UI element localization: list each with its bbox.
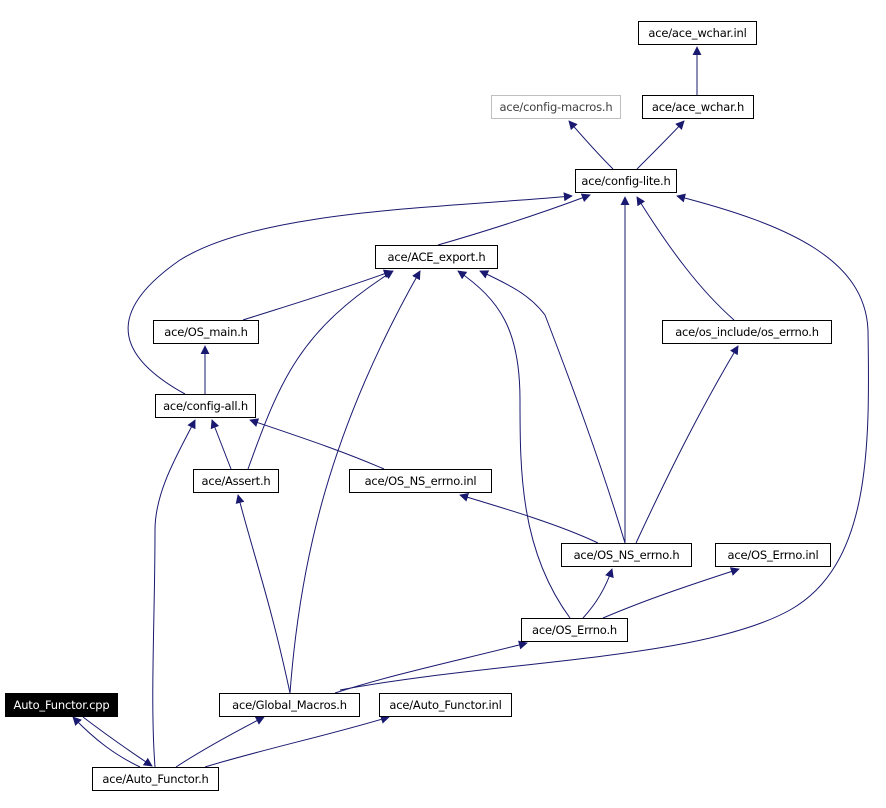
node-config-macros-h[interactable]: ace/config-macros.h (491, 95, 621, 119)
edge-global-macros-to-ace-export (289, 270, 421, 694)
node-os-main-h[interactable]: ace/OS_main.h (153, 320, 259, 344)
node-os-ns-errno-h[interactable]: ace/OS_NS_errno.h (561, 543, 692, 567)
node-auto-functor-cpp[interactable]: Auto_Functor.cpp (5, 693, 118, 717)
node-config-all-h[interactable]: ace/config-all.h (155, 394, 256, 418)
edge-global-macros-to-os-errno (334, 640, 528, 694)
edge-os-ns-errno-to-ace-export (479, 270, 626, 544)
edge-os-errno-to-os-errno-inl (602, 567, 740, 619)
edge-auto-functor-h-to-global-macros (175, 716, 265, 768)
edge-ace-export-to-config-lite (437, 193, 591, 246)
edge-auto-functor-cpp-to-auto-functor-h (82, 716, 153, 767)
edge-os-ns-errno-inl-to-config-all (249, 418, 385, 470)
node-ace-wchar-h[interactable]: ace/ace_wchar.h (642, 95, 754, 119)
edge-global-macros-to-config-lite (339, 193, 869, 691)
edge-config-all-to-config-lite (127, 192, 573, 395)
node-auto-functor-h[interactable]: ace/Auto_Functor.h (92, 767, 219, 791)
edge-auto-functor-h-to-auto-functor-cpp (72, 716, 141, 768)
node-os-errno-inl[interactable]: ace/OS_Errno.inl (715, 543, 831, 567)
node-os-errno-h[interactable]: ace/OS_Errno.h (521, 618, 628, 642)
node-config-lite-h[interactable]: ace/config-lite.h (575, 169, 677, 193)
edge-auto-functor-h-to-config-all (152, 419, 196, 768)
edge-config-lite-to-config-macros (568, 120, 614, 170)
node-os-include-os-errno-h[interactable]: ace/os_include/os_errno.h (662, 320, 832, 344)
edge-os-errno-to-ace-export (457, 270, 571, 619)
node-global-macros-h[interactable]: ace/Global_Macros.h (219, 693, 360, 717)
edge-os-include-errno-to-config-lite (636, 196, 735, 321)
edge-config-lite-to-wchar-h (636, 120, 685, 170)
edge-auto-functor-h-to-auto-functor-inl (204, 715, 390, 768)
edge-os-ns-errno-to-os-include-errno (635, 345, 739, 544)
edge-assert-to-ace-export (247, 270, 394, 470)
node-os-ns-errno-inl[interactable]: ace/OS_NS_errno.inl (349, 469, 492, 493)
node-ace-wchar-inl[interactable]: ace/ace_wchar.inl (638, 21, 757, 45)
edge-global-macros-to-assert (235, 494, 291, 694)
edge-os-ns-errno-to-os-ns-errno-inl (459, 493, 599, 544)
node-ace-export-h[interactable]: ace/ACE_export.h (375, 245, 498, 269)
node-assert-h[interactable]: ace/Assert.h (193, 469, 279, 493)
edge-os-errno-to-os-ns-errno (582, 568, 614, 619)
edge-assert-to-config-all (210, 419, 232, 470)
node-auto-functor-inl[interactable]: ace/Auto_Functor.inl (379, 693, 512, 717)
edge-os-main-to-ace-export (242, 269, 393, 321)
